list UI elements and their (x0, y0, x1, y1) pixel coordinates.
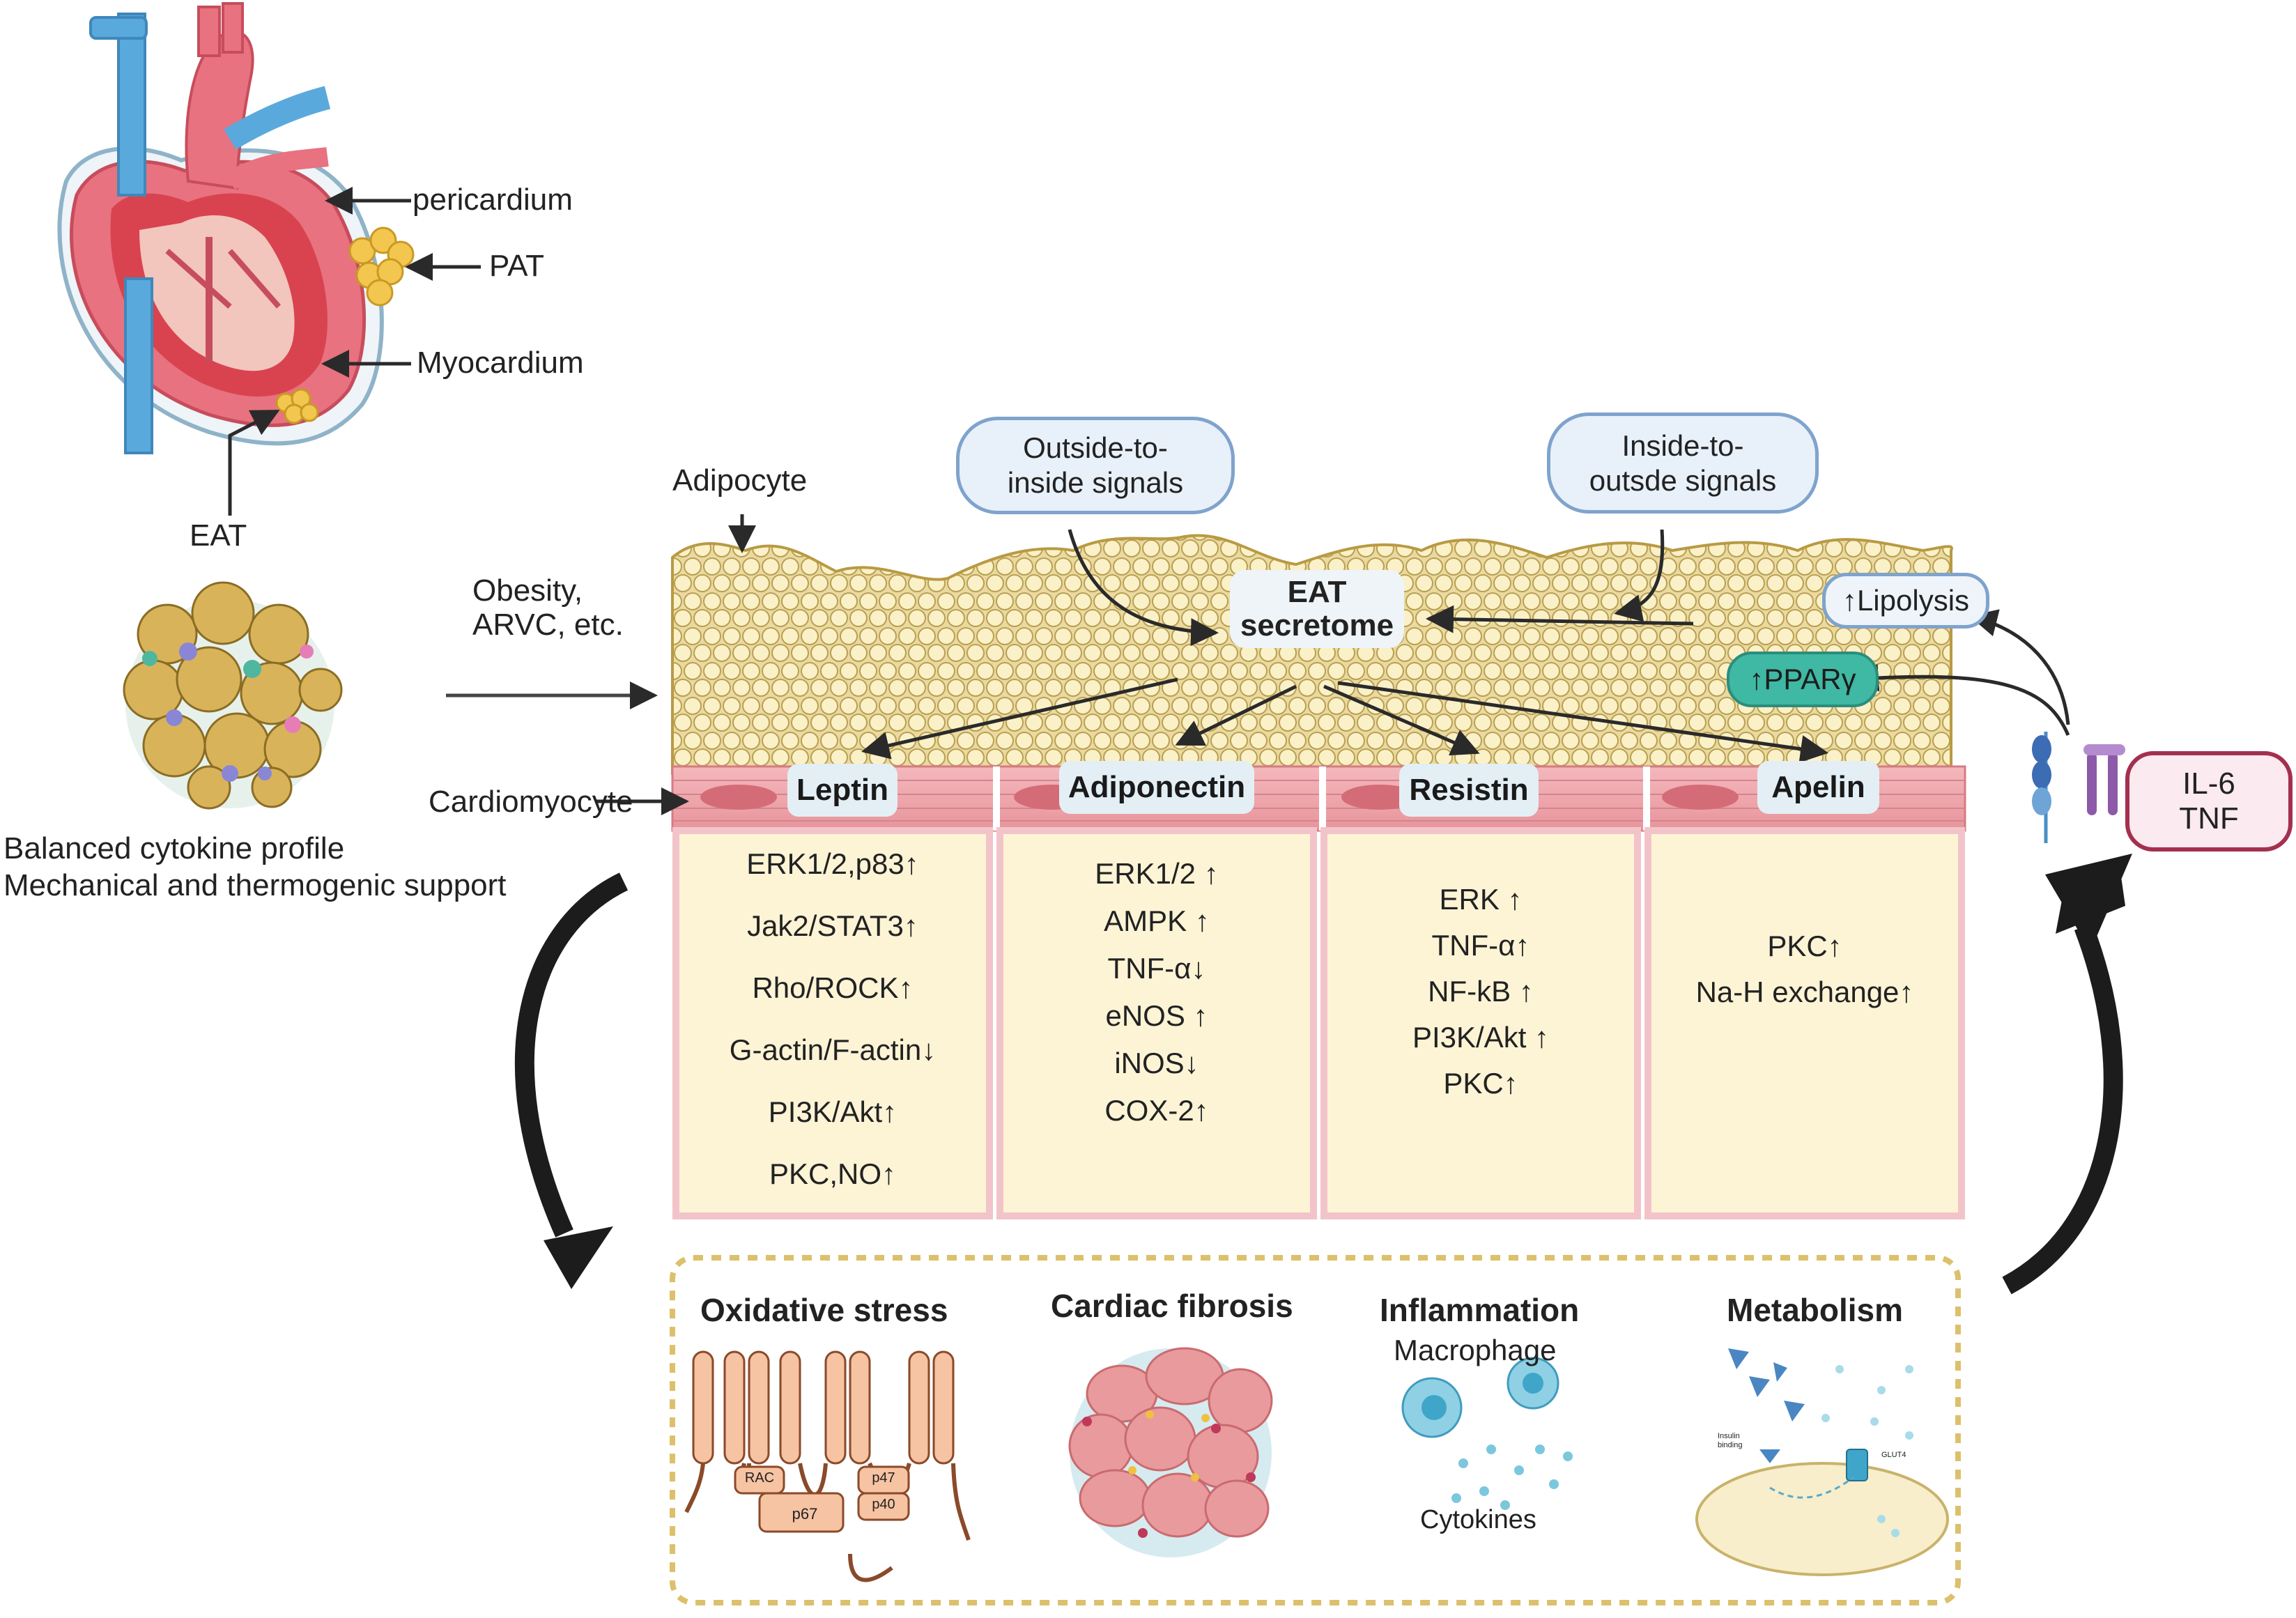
resistin-item: TNF-α↑ (1431, 929, 1530, 962)
apelin-item: Na-H exchange↑ (1695, 976, 1914, 1008)
inside-to-outside-bubble: Inside-to- outsde signals (1547, 413, 1819, 514)
ppar-badge: ↑PPARγ (1727, 652, 1879, 707)
leptin-item: ERK1/2,p83↑ (746, 847, 919, 880)
eat-secretome-box: EAT secretome (1230, 570, 1404, 648)
adiponectin-item: COX-2↑ (1104, 1094, 1209, 1127)
oxidative-stress-title: Oxidative stress (700, 1292, 948, 1328)
p47-label: p47 (872, 1470, 895, 1486)
secretome-line1: EAT (1287, 575, 1347, 609)
tnf-label: TNF (2179, 801, 2239, 835)
up-cycle-arrow (2002, 923, 2123, 1295)
mechanical-support-text: Mechanical and thermogenic support (3, 868, 507, 902)
rac-label: RAC (744, 1470, 775, 1486)
resistin-header: Resistin (1399, 764, 1539, 817)
adiponectin-pathways: ERK1/2 ↑ AMPK ↑ TNF-α↓ eNOS ↑ iNOS↓ COX-… (1007, 850, 1307, 1134)
secretome-arrows (596, 514, 2070, 815)
signal-columns (672, 827, 1965, 1219)
resistin-item: NF-kB ↑ (1428, 975, 1534, 1008)
leptin-item: PKC,NO↑ (769, 1157, 897, 1190)
insulin-binding-label-2: binding (1718, 1441, 1743, 1449)
pat-label: PAT (489, 249, 545, 283)
adiponectin-item: TNF-α↓ (1107, 952, 1206, 985)
secretome-line2: secretome (1240, 608, 1394, 642)
leptin-item: Rho/ROCK↑ (752, 971, 914, 1004)
resistin-item: PI3K/Akt ↑ (1412, 1021, 1550, 1054)
outside-signal-line1: Outside-to- (1023, 431, 1168, 464)
glut4-label: GLUT4 (1881, 1451, 1906, 1459)
down-cycle-arrow (514, 872, 629, 1238)
leptin-item: G-actin/F-actin↓ (729, 1033, 937, 1066)
adiponectin-item: iNOS↓ (1114, 1047, 1199, 1079)
leptin-item: Jak2/STAT3↑ (747, 909, 918, 942)
adipocyte-label: Adipocyte (672, 463, 808, 498)
macrophage-label: Macrophage (1394, 1334, 1557, 1366)
myocardium-label: Myocardium (417, 346, 584, 380)
metabolism-illustration (1695, 1348, 1949, 1576)
inflammation-title: Inflammation (1380, 1292, 1580, 1328)
lipolysis-badge: ↑Lipolysis (1822, 573, 1989, 629)
eat-label: EAT (190, 518, 247, 553)
inside-signal-line1: Inside-to- (1621, 429, 1744, 462)
eat-cell-cluster (123, 581, 343, 810)
metabolism-title: Metabolism (1727, 1292, 1904, 1328)
adiponectin-header: Adiponectin (1059, 761, 1254, 814)
leptin-pathways: ERK1/2,p83↑ Jak2/STAT3↑ Rho/ROCK↑ G-acti… (683, 833, 983, 1205)
outside-signal-line2: inside signals (1007, 466, 1184, 499)
resistin-pathways: ERK ↑ TNF-α↑ NF-kB ↑ PI3K/Akt ↑ PKC↑ (1331, 877, 1631, 1107)
leptin-item: PI3K/Akt↑ (768, 1095, 897, 1128)
adiponectin-item: ERK1/2 ↑ (1095, 857, 1219, 890)
p40-label: p40 (872, 1497, 895, 1512)
adiponectin-item: AMPK ↑ (1104, 904, 1210, 937)
inside-signal-line2: outsde signals (1589, 463, 1777, 497)
arvc-label: ARVC, etc. (472, 608, 624, 642)
cardiomyocyte-label: Cardiomyocyte (429, 785, 633, 819)
nadph-oxidase-illustration (684, 1350, 971, 1582)
resistin-item: PKC↑ (1443, 1067, 1518, 1100)
apelin-pathways: PKC↑ Na-H exchange↑ (1655, 923, 1955, 1015)
cytokines-label: Cytokines (1420, 1505, 1536, 1534)
apelin-header: Apelin (1757, 761, 1879, 814)
heart-illustration (57, 2, 415, 454)
resistin-item: ERK ↑ (1439, 883, 1523, 916)
leptin-header: Leptin (787, 764, 897, 817)
il6-label: IL-6 (2182, 766, 2235, 801)
insulin-binding-label-1: Insulin (1718, 1432, 1740, 1440)
receptor-icons (2032, 732, 2125, 843)
cytokine-box: IL-6 TNF (2125, 751, 2293, 852)
outside-to-inside-bubble: Outside-to- inside signals (956, 417, 1235, 514)
outcomes-box (670, 1255, 1961, 1605)
fibrosis-illustration (1068, 1347, 1273, 1557)
cardiac-fibrosis-title: Cardiac fibrosis (1051, 1288, 1293, 1324)
apelin-item: PKC↑ (1767, 930, 1842, 962)
adiponectin-item: eNOS ↑ (1105, 999, 1208, 1032)
p67-label: p67 (792, 1505, 818, 1523)
macrophage-illustration (1401, 1357, 1573, 1510)
balanced-cytokine-text: Balanced cytokine profile (3, 831, 345, 865)
heart-label-arrows (228, 187, 481, 516)
obesity-label: Obesity, (472, 573, 583, 608)
pericardium-label: pericardium (413, 183, 573, 217)
